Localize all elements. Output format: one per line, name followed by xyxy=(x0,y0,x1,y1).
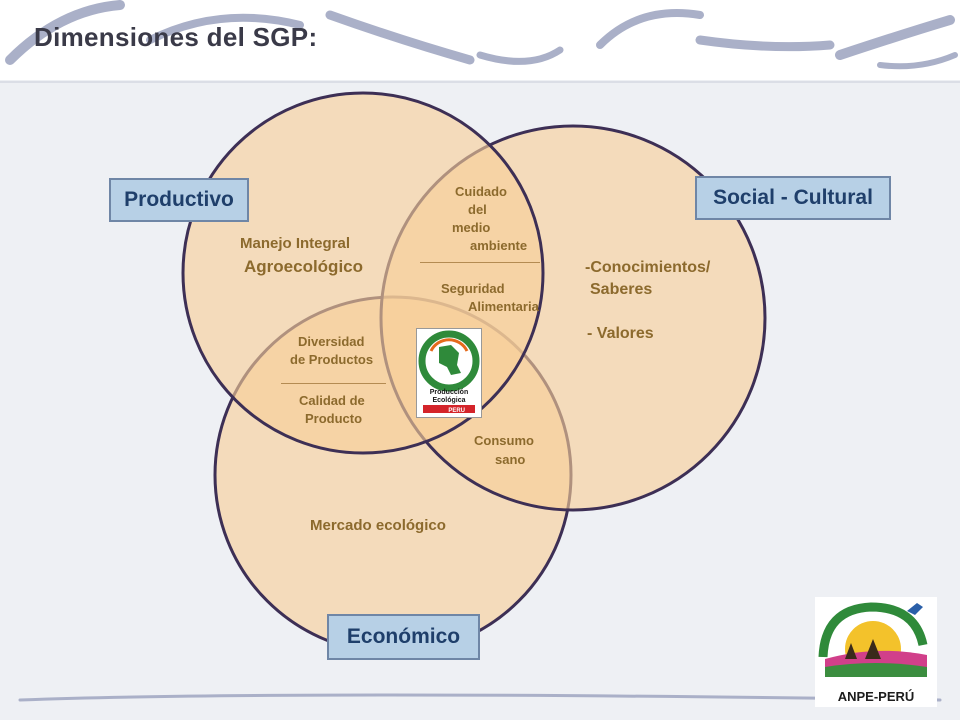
page-title: Dimensiones del SGP: xyxy=(34,22,318,52)
separator-line xyxy=(281,383,386,384)
productivo-label: Productivo xyxy=(109,178,249,222)
text-calidad-de: Calidad de xyxy=(299,393,365,408)
text-conocimientos: -Conocimientos/ xyxy=(585,259,711,276)
svg-text:PERU: PERU xyxy=(448,408,465,414)
text-consumo: Consumo xyxy=(474,433,534,448)
text-sano: sano xyxy=(495,452,526,467)
text-del: del xyxy=(468,202,487,217)
anpe-peru-logo: ANPE-PERÚ xyxy=(815,597,937,707)
text-seguridad: Seguridad xyxy=(441,281,505,296)
social-cultural-label: Social - Cultural xyxy=(695,176,891,220)
text-medio: medio xyxy=(452,220,491,235)
text-agroecologico: Agroecológico xyxy=(244,257,364,276)
separator-line xyxy=(420,262,540,263)
text-producto: Producto xyxy=(305,411,363,426)
economico-label: Económico xyxy=(327,614,480,660)
text-valores: - Valores xyxy=(587,325,654,342)
text-de-productos: de Productos xyxy=(290,352,374,367)
text-diversidad: Diversidad xyxy=(298,334,365,349)
text-alimentaria: Alimentaria xyxy=(468,299,539,314)
text-cuidado: Cuidado xyxy=(455,184,507,199)
svg-text:ANPE-PERÚ: ANPE-PERÚ xyxy=(838,689,915,704)
svg-text:Ecológica: Ecológica xyxy=(432,397,465,404)
text-manejo-integral: Manejo Integral xyxy=(240,235,351,252)
text-ambiente: ambiente xyxy=(470,238,528,253)
text-mercado-ecologico: Mercado ecológico xyxy=(310,517,446,534)
sgp-logo: Producción Ecológica PERU xyxy=(416,328,482,418)
text-saberes: Saberes xyxy=(590,281,653,298)
svg-text:Producción: Producción xyxy=(430,389,469,396)
